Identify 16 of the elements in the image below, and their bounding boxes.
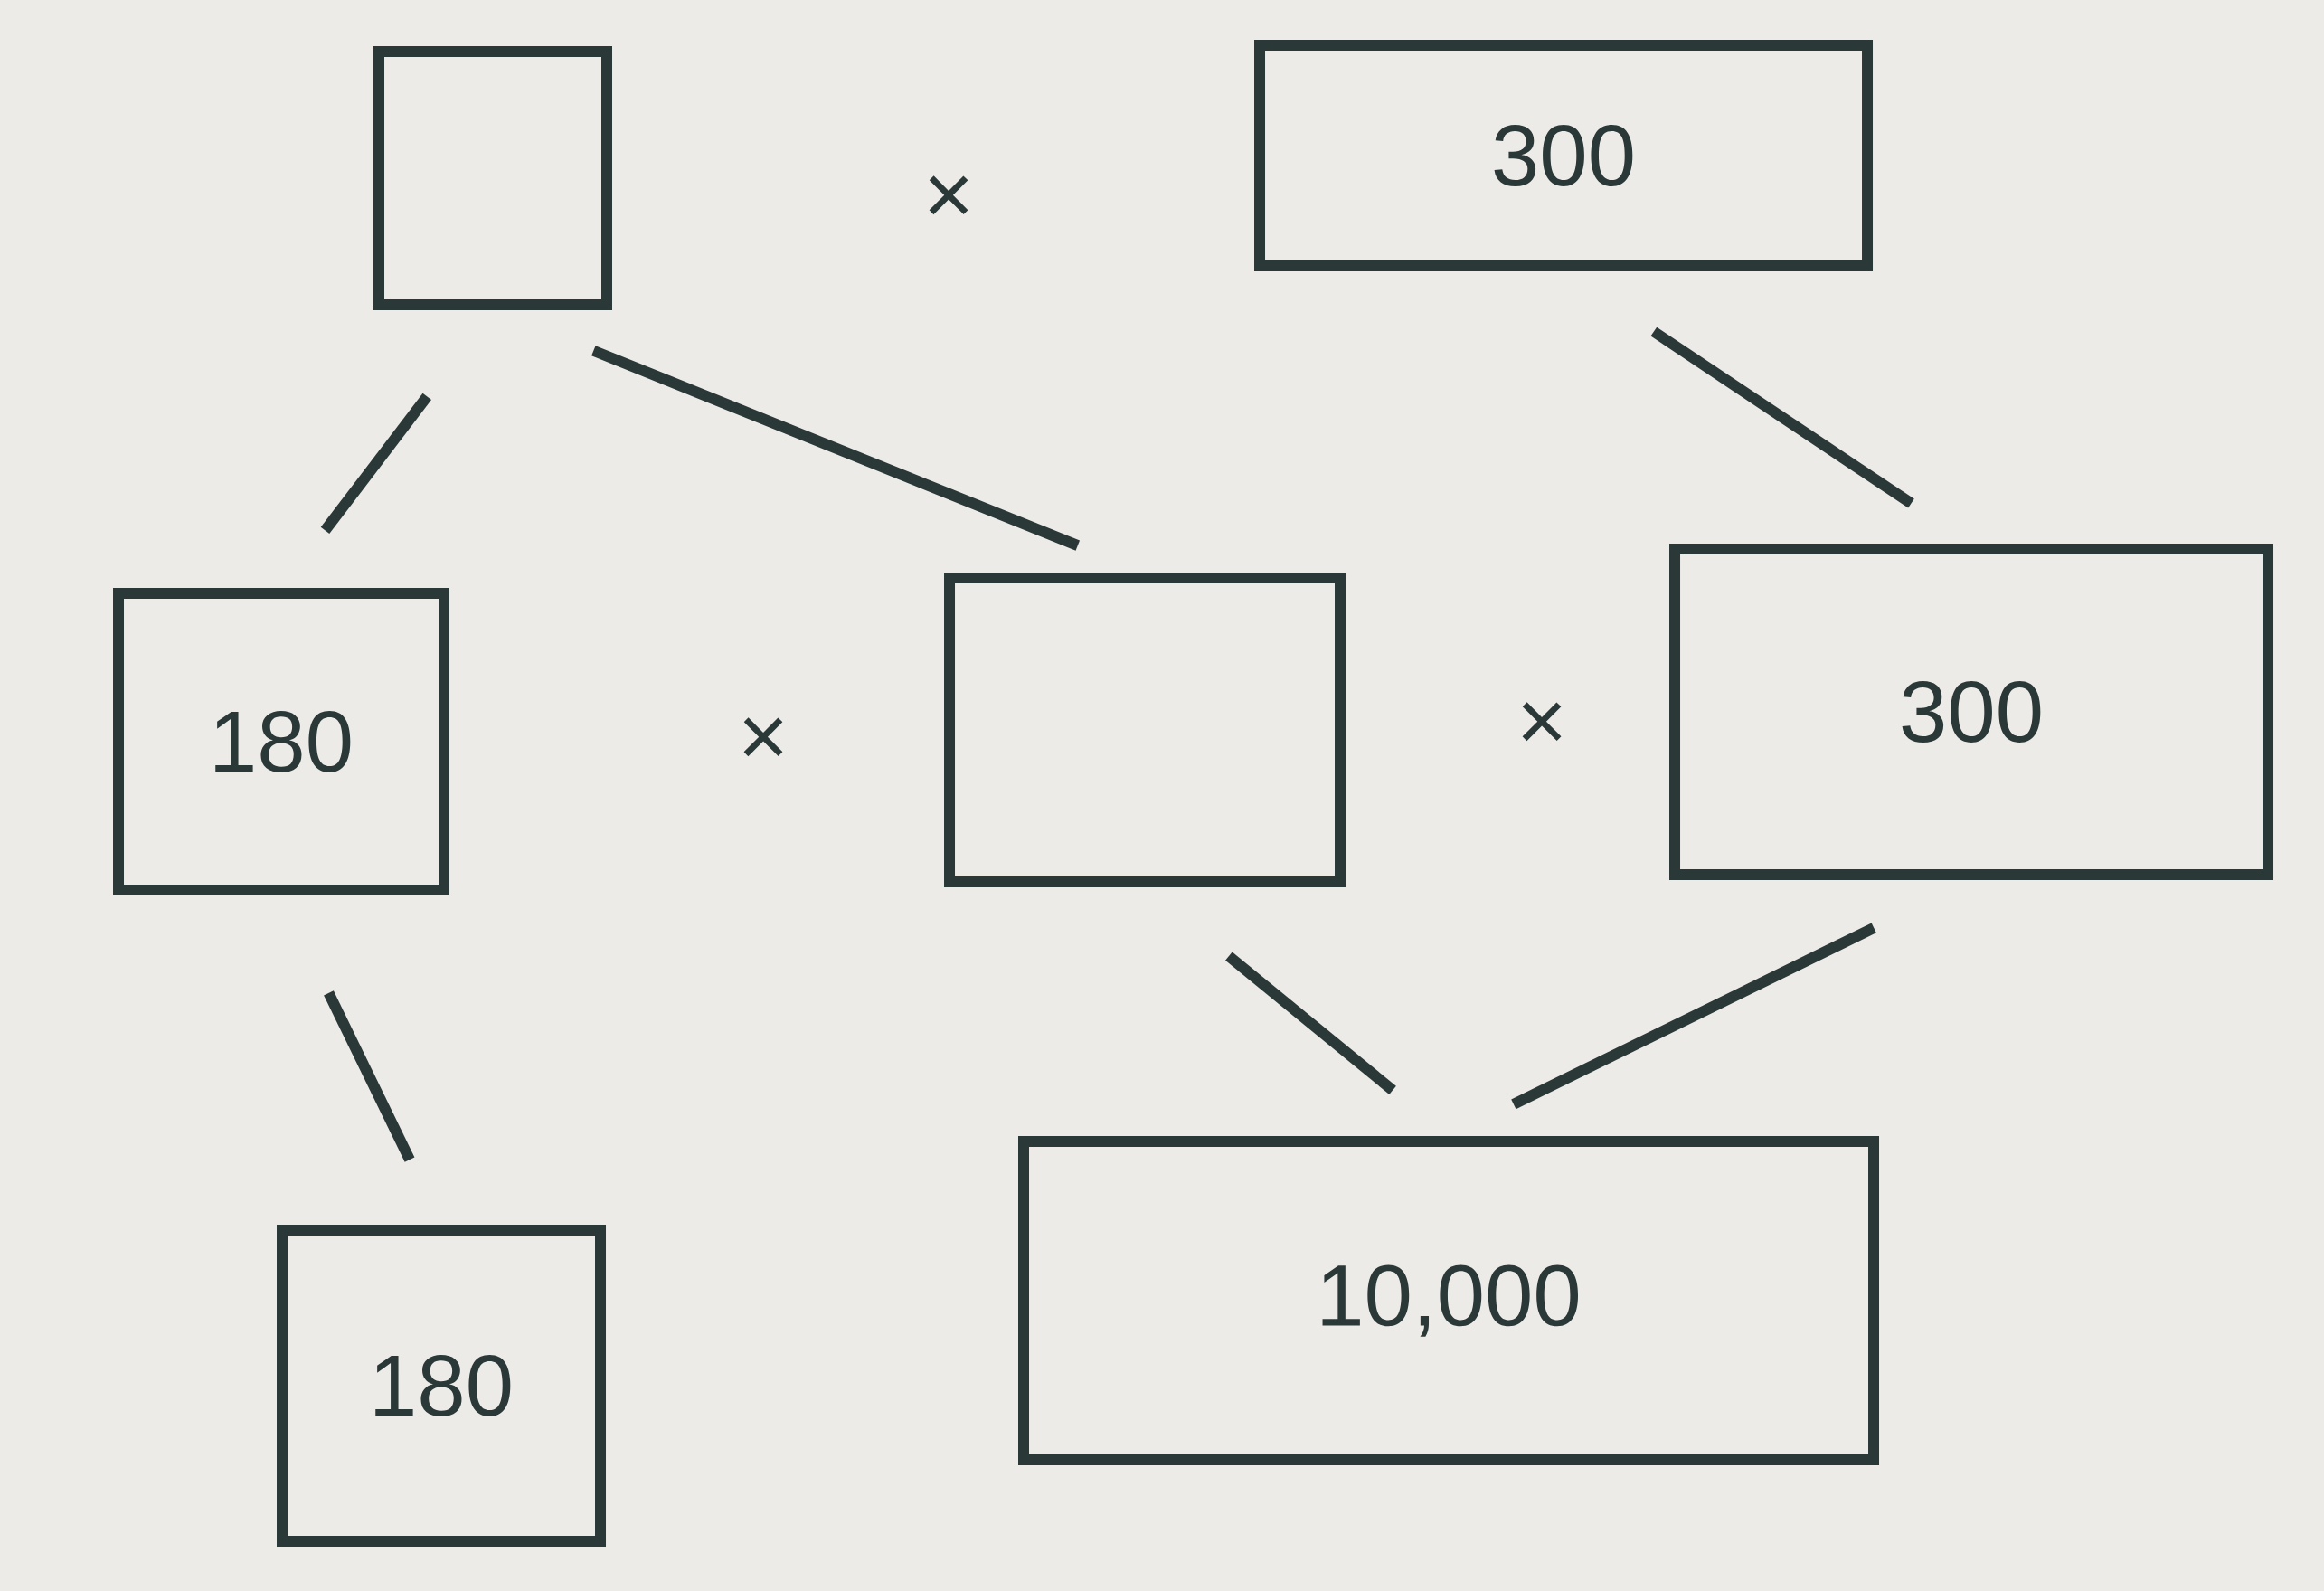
connector-line	[320, 393, 432, 535]
number-box: 300	[1254, 40, 1873, 271]
empty-box	[944, 573, 1346, 887]
connector-line	[324, 990, 415, 1162]
connector-line	[1225, 952, 1396, 1094]
connector-line	[591, 346, 1081, 551]
multiply-sign: ×	[1522, 702, 1562, 742]
empty-box	[373, 46, 612, 310]
number-box: 180	[277, 1225, 606, 1548]
number-box: 300	[1669, 544, 2273, 880]
number-box: 180	[113, 588, 449, 895]
connector-line	[1650, 327, 1914, 508]
multiply-sign: ×	[929, 175, 968, 215]
connector-line	[1511, 923, 1876, 1110]
number-box: 10,000	[1018, 1136, 1879, 1465]
multiply-sign: ×	[743, 717, 783, 757]
